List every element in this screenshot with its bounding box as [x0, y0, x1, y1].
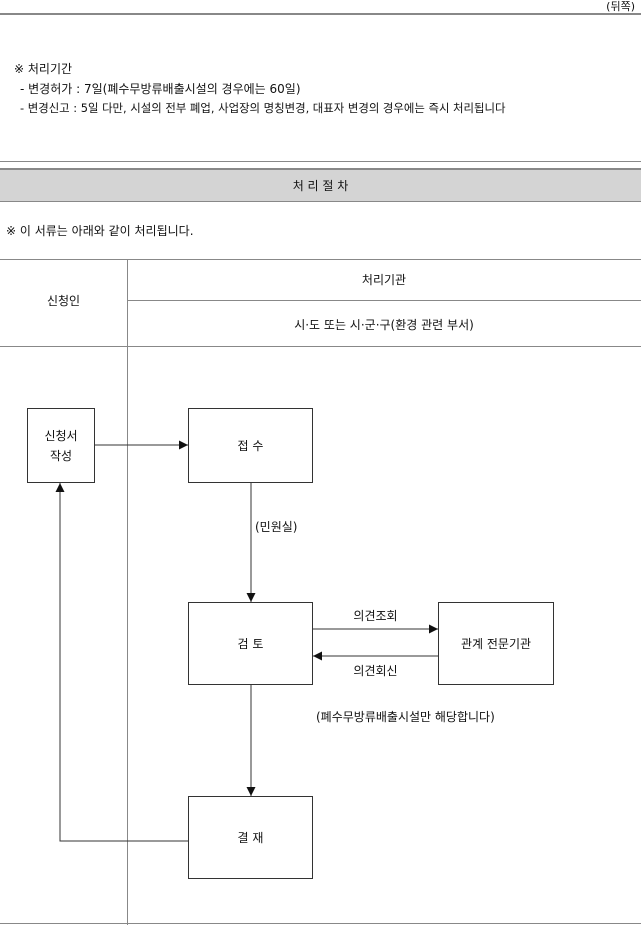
box-write-application-label: 신청서 작성: [44, 428, 78, 463]
processing-period-line-2: - 변경신고 : 5일 다만, 시설의 전부 폐업, 사업장의 명칭변경, 대표…: [20, 101, 506, 115]
box-review: 검 토: [188, 602, 313, 685]
section-rule: [0, 161, 641, 162]
expert-note: (폐수무방류배출시설만 해당합니다): [316, 710, 495, 724]
box-approval: 결 재: [188, 796, 313, 879]
table-header-bottom: [0, 346, 641, 347]
col-applicant: 신청인: [46, 294, 81, 308]
col-agency: 처리기관: [361, 273, 407, 287]
procedure-note: ※ 이 서류는 아래와 같이 처리됩니다.: [6, 224, 194, 238]
opinion-request-label: 의견조회: [353, 609, 398, 623]
table-column-divider: [127, 259, 128, 925]
box-expert-agency: 관계 전문기관: [438, 602, 554, 685]
box-expert-agency-label: 관계 전문기관: [460, 636, 532, 651]
corner-label: (뒤쪽): [606, 0, 635, 13]
top-rule: [0, 13, 641, 15]
opinion-reply-label: 의견회신: [353, 664, 398, 678]
procedure-header-bar: 처 리 절 차: [0, 168, 641, 202]
col-agency-sub: 시·도 또는 시·군·구(환경 관련 부서): [294, 318, 474, 332]
processing-period-heading: ※ 처리기간: [14, 62, 73, 76]
table-bottom-border: [0, 923, 641, 924]
box-approval-label: 결 재: [237, 830, 264, 845]
processing-period-line-1: - 변경허가 : 7일(폐수무방류배출시설의 경우에는 60일): [20, 82, 301, 96]
procedure-title: 처 리 절 차: [292, 179, 349, 193]
box-receipt-label: 접 수: [237, 438, 264, 453]
box-review-label: 검 토: [237, 636, 264, 651]
arrow-approval-to-applicant: [55, 483, 188, 842]
table-top-border: [0, 259, 641, 260]
box-receipt: 접 수: [188, 408, 313, 483]
table-agency-divider: [127, 300, 641, 301]
receipt-office-label: (민원실): [255, 520, 298, 534]
box-write-application: 신청서 작성: [27, 408, 95, 483]
